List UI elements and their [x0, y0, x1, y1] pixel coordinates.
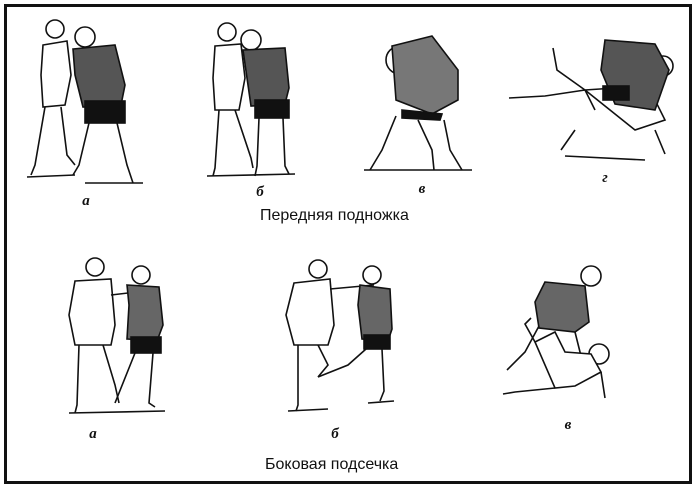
wrestlers-close-grip-icon	[206, 22, 296, 177]
panel-label: б	[331, 426, 339, 442]
wrestlers-side-sweep-kick-icon	[285, 259, 395, 412]
section-title-side-sweep: Боковая подсечка	[265, 456, 399, 473]
panel-label: в	[564, 417, 572, 433]
panel-label: в	[418, 181, 426, 197]
illustration-front-trip-b	[205, 18, 305, 178]
illustration-front-trip-a	[25, 15, 145, 187]
panel-label: а	[89, 426, 97, 442]
panel-label: б	[256, 184, 264, 200]
illustration-side-sweep-v	[495, 262, 615, 412]
panel-label: а	[82, 193, 90, 209]
illustration-front-trip-v	[362, 30, 477, 175]
illustration-side-sweep-a	[55, 255, 170, 415]
illustration-front-trip-g	[505, 30, 680, 165]
wrestlers-grip-standing-icon	[26, 19, 143, 184]
section-title-front-trip: Передняя подножка	[260, 207, 409, 224]
panel-label: г	[602, 170, 608, 186]
wrestlers-forward-trip-icon	[364, 35, 472, 171]
illustration-side-sweep-b	[268, 255, 398, 415]
wrestlers-throw-fall-icon	[508, 39, 674, 161]
wrestlers-side-sweep-start-icon	[68, 257, 166, 414]
wrestlers-takedown-ground-icon	[502, 265, 610, 399]
